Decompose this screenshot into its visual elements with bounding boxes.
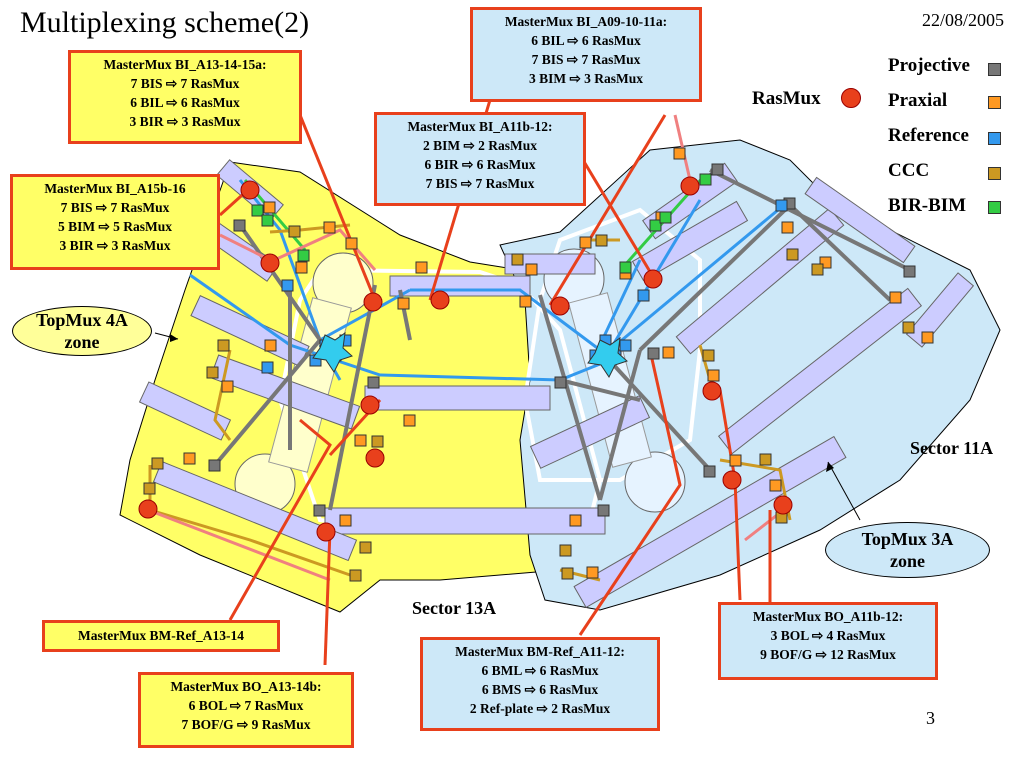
- box-line: 3 BIM ⇨ 3 RasMux: [528, 71, 644, 86]
- rasmux-dots: [138, 176, 793, 542]
- coil-circle: [624, 451, 686, 513]
- topmux-4a-zone: TopMux 4A zone: [12, 306, 152, 356]
- box-heading: MasterMux BM-Ref_A11-12:: [455, 644, 625, 659]
- page-title: Multiplexing scheme(2): [20, 6, 310, 39]
- topmux-cluster: [312, 331, 353, 373]
- page-number: 3: [926, 708, 935, 728]
- box-line: 6 BMS ⇨ 6 RasMux: [481, 682, 599, 697]
- topmux-cluster: [587, 336, 628, 378]
- box-line: 5 BIM ⇨ 5 RasMux: [57, 219, 173, 234]
- sector-13a-label: Sector 13A: [412, 598, 497, 618]
- box-heading: MasterMux BO_A11b-12:: [752, 609, 904, 624]
- box-heading: MasterMux BI_A15b-16: [44, 181, 186, 196]
- topmux-3a-zone: TopMux 3A zone: [825, 522, 990, 578]
- box-line: 6 BML ⇨ 6 RasMux: [481, 663, 599, 678]
- topmux-4a-line2: zone: [64, 332, 100, 352]
- chambers-13a: [138, 159, 606, 562]
- box-line: 3 BOL ⇨ 4 RasMux: [770, 628, 886, 643]
- legend-bir-bim-label: BIR-BIM: [888, 195, 967, 216]
- mastermux-bi-a09-box: MasterMux BI_A09-10-11a: 6 BIL ⇨ 6 RasMu…: [470, 7, 702, 102]
- mastermux-bm-ref-a11-box: MasterMux BM-Ref_A11-12: 6 BML ⇨ 6 RasMu…: [420, 637, 660, 731]
- topmux-3a-line2: zone: [890, 551, 925, 571]
- box-line: 6 BIL ⇨ 6 RasMux: [531, 33, 641, 48]
- zone-arrow-head: [170, 334, 178, 342]
- legend-reference-label: Reference: [888, 125, 969, 146]
- legend-projective-swatch: [988, 63, 1001, 76]
- box-line: 7 BOF/G ⇨ 9 RasMux: [181, 717, 311, 732]
- topmux-3a-line1: TopMux 3A: [861, 529, 954, 549]
- legend-rasmux-dot: [841, 88, 861, 108]
- box-heading: MasterMux BI_A09-10-11a:: [504, 14, 668, 29]
- mastermux-bi-a11b-box: MasterMux BI_A11b-12: 2 BIM ⇨ 2 RasMux 6…: [374, 112, 586, 206]
- box-line: 7 BIS ⇨ 7 RasMux: [60, 200, 170, 215]
- box-line: 6 BIL ⇨ 6 RasMux: [130, 95, 240, 110]
- chambers-11a: [504, 162, 975, 609]
- legend-bir-bim-swatch: [988, 201, 1001, 214]
- mastermux-bo-a13-box: MasterMux BO_A13-14b: 6 BOL ⇨ 7 RasMux 7…: [138, 672, 354, 748]
- sector-11a-zone: [499, 139, 1001, 611]
- box-line: 9 BOF/G ⇨ 12 RasMux: [760, 647, 896, 662]
- bir-bim-markers: [251, 173, 712, 274]
- box-line: 3 BIR ⇨ 3 RasMux: [59, 238, 171, 253]
- box-heading: MasterMux BI_A11b-12:: [407, 119, 553, 134]
- box-heading: MasterMux BM-Ref_A13-14: [77, 628, 245, 643]
- zone-arrow: [827, 461, 861, 521]
- box-line: 6 BIR ⇨ 6 RasMux: [424, 157, 536, 172]
- zone-arrow-head: [826, 462, 834, 472]
- box-line: 2 Ref-plate ⇨ 2 RasMux: [469, 701, 611, 716]
- projective-links: [213, 168, 911, 511]
- slide-date: 22/08/2005: [921, 10, 1004, 30]
- box-line: 3 BIR ⇨ 3 RasMux: [129, 114, 241, 129]
- projective-markers: [208, 163, 916, 517]
- legend-ccc-label: CCC: [888, 160, 930, 181]
- legend-rasmux-label: RasMux: [752, 88, 821, 109]
- mastermux-bi-a13-box: MasterMux BI_A13-14-15a: 7 BIS ⇨ 7 RasMu…: [68, 50, 302, 144]
- box-line: 2 BIM ⇨ 2 RasMux: [422, 138, 538, 153]
- topmux-4a-line1: TopMux 4A: [36, 310, 128, 330]
- box-line: 7 BIS ⇨ 7 RasMux: [531, 52, 641, 67]
- legend-ccc-swatch: [988, 167, 1001, 180]
- box-line: 7 BIS ⇨ 7 RasMux: [130, 76, 240, 91]
- legend-reference-swatch: [988, 132, 1001, 145]
- ccc-markers: [143, 225, 915, 582]
- legend-praxial-swatch: [988, 96, 1001, 109]
- mastermux-bo-a11b-box: MasterMux BO_A11b-12: 3 BOL ⇨ 4 RasMux 9…: [718, 602, 938, 680]
- legend-projective-label: Projective: [888, 55, 970, 76]
- sector-11a-label: Sector 11A: [910, 438, 994, 458]
- box-heading: MasterMux BO_A13-14b:: [170, 679, 322, 694]
- mastermux-bi-a15b-box: MasterMux BI_A15b-16 7 BIS ⇨ 7 RasMux 5 …: [10, 174, 220, 270]
- legend-praxial-label: Praxial: [888, 90, 948, 111]
- mastermux-bm-ref-a13-box: MasterMux BM-Ref_A13-14: [42, 620, 280, 652]
- box-line: 6 BOL ⇨ 7 RasMux: [188, 698, 304, 713]
- box-line: 7 BIS ⇨ 7 RasMux: [425, 176, 535, 191]
- box-heading: MasterMux BI_A13-14-15a:: [103, 57, 267, 72]
